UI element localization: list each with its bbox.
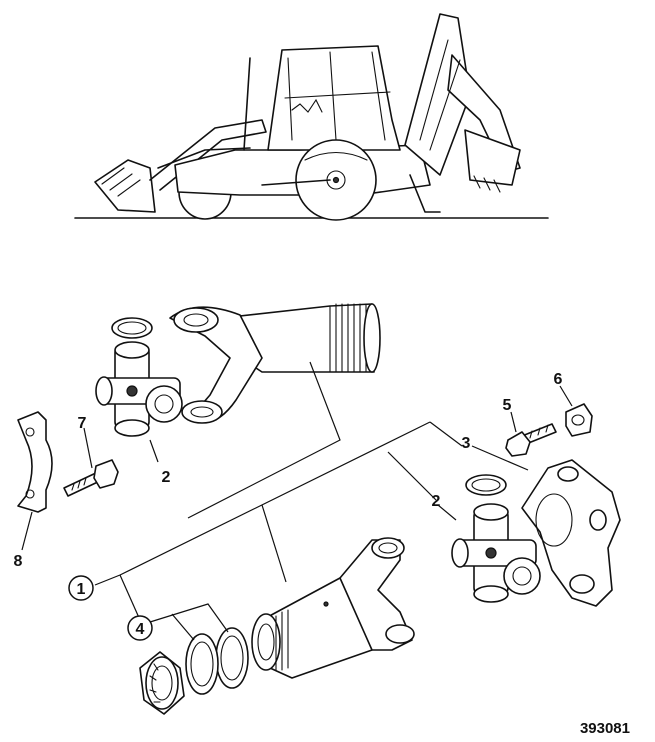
callout-6: 6 xyxy=(554,371,563,388)
callout-7: 7 xyxy=(78,415,87,432)
callout-3: 3 xyxy=(462,435,471,452)
callout-8: 8 xyxy=(14,553,23,570)
callout-label: 4 xyxy=(136,621,145,638)
callout-2b: 2 xyxy=(432,493,441,510)
universal-joint-spider-left xyxy=(95,341,183,437)
splined-shaft-yoke xyxy=(169,303,381,424)
callout-4: 4 xyxy=(127,615,153,641)
bolt xyxy=(505,423,557,457)
universal-joint-spider-right xyxy=(451,503,541,603)
backhoe-loader-illustration xyxy=(74,13,549,221)
slip-yoke-sleeve xyxy=(251,537,415,679)
leader-lines xyxy=(21,361,573,641)
callout-1: 1 xyxy=(68,575,94,601)
seal-washer xyxy=(215,627,249,689)
strap-clamp xyxy=(17,411,53,513)
snap-ring xyxy=(111,317,153,339)
callout-5: 5 xyxy=(503,397,512,414)
seal-washer xyxy=(185,633,219,695)
dust-cap-nut xyxy=(139,651,185,715)
snap-ring xyxy=(465,474,507,496)
figure-number: 393081 xyxy=(580,720,630,737)
bolt xyxy=(63,459,119,497)
callout-2a: 2 xyxy=(162,469,171,486)
callout-label: 1 xyxy=(77,581,86,598)
flange-yoke xyxy=(521,459,621,607)
nut xyxy=(565,403,593,437)
